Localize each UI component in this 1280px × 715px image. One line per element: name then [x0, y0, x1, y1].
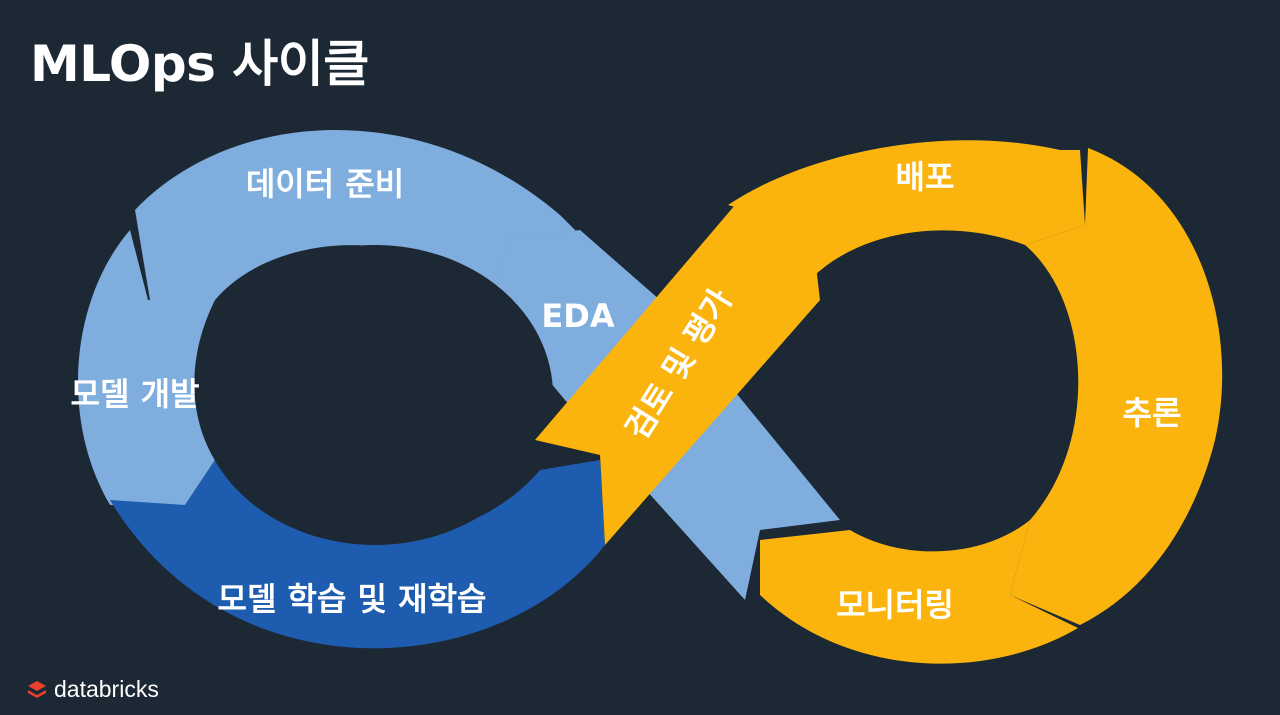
label-monitoring: 모니터링: [836, 586, 954, 624]
segment-deploy: [728, 140, 1085, 275]
label-inference: 추론: [1123, 394, 1182, 432]
segment-review: [535, 205, 820, 545]
label-data-prep: 데이터 준비: [246, 165, 404, 203]
right-loop-hole: [810, 240, 1100, 550]
left-loop-hole: [197, 245, 553, 545]
page-title: MLOps 사이클: [30, 35, 369, 93]
segment-inference: [1010, 148, 1223, 625]
databricks-logo-icon: [28, 680, 46, 698]
databricks-logo: databricks: [26, 676, 159, 703]
label-training: 모델 학습 및 재학습: [218, 580, 487, 618]
label-deploy: 배포: [896, 158, 955, 196]
segment-monitoring: [760, 520, 1078, 664]
label-eda: EDA: [541, 297, 614, 335]
label-model-dev: 모델 개발: [71, 375, 200, 413]
segment-training: [110, 460, 605, 649]
logo-text: databricks: [54, 676, 159, 702]
segment-model-dev: [77, 230, 215, 505]
